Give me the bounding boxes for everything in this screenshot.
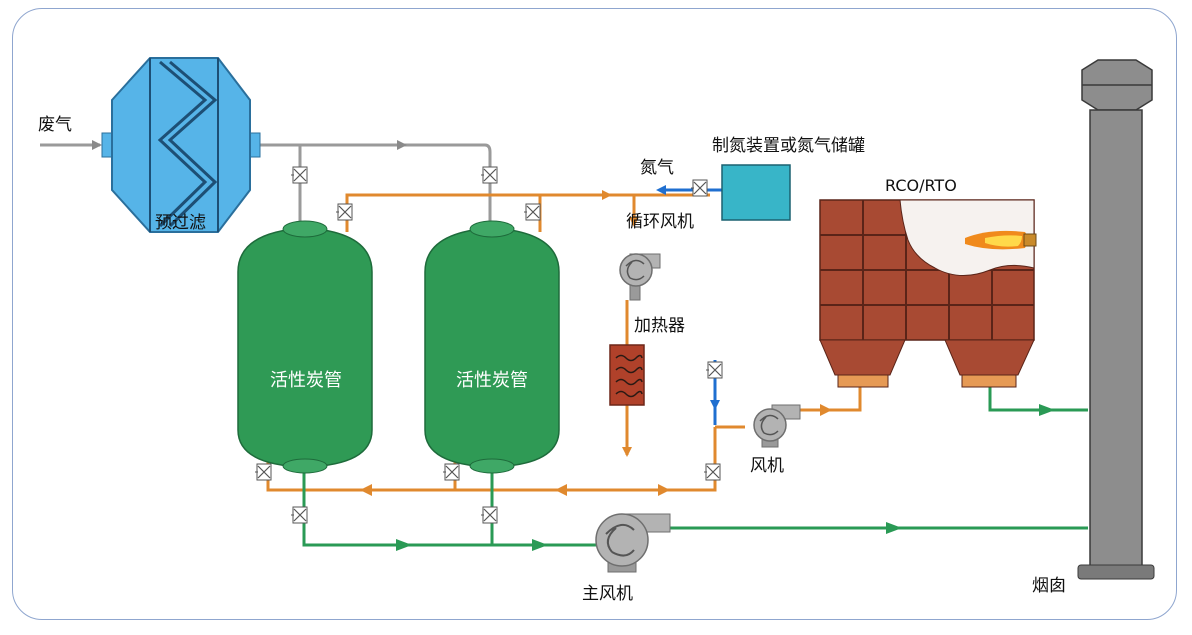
pre-filter-unit: [101, 57, 261, 233]
label-waste-gas: 废气: [38, 115, 72, 135]
label-circulation-fan: 循环风机: [626, 212, 694, 232]
nitrogen-arrow: [656, 185, 666, 195]
label-chimney: 烟囱: [1032, 576, 1066, 596]
rco-rto-furnace: [819, 199, 1037, 388]
desorption-arrows: [360, 404, 832, 496]
clean-gas-arrows: [396, 404, 1055, 551]
main-fan-icon: [595, 513, 671, 573]
chimney: [1077, 59, 1155, 580]
air-inlet-arrow: [710, 400, 720, 410]
label-nitrogen: 氮气: [640, 158, 674, 178]
fan-icon: [753, 404, 801, 448]
carbon-tube-1: [237, 220, 373, 474]
diagram-frame: [12, 8, 1177, 620]
clean-gas-lines: [302, 385, 1088, 547]
label-fan: 风机: [750, 456, 784, 476]
label-pre-filter: 预过滤: [155, 213, 206, 233]
nitrogen-tank: [721, 164, 791, 221]
label-carbon-tube-2: 活性炭管: [456, 370, 528, 391]
label-rco-rto: RCO/RTO: [885, 176, 957, 195]
label-nitrogen-source: 制氮装置或氮气储罐: [712, 136, 865, 156]
waste-gas-lines: [40, 140, 492, 232]
heater-icon: [609, 344, 645, 406]
label-heater: 加热器: [634, 316, 685, 336]
circulation-fan-icon: [619, 253, 661, 301]
label-main-fan: 主风机: [582, 584, 633, 604]
carbon-tube-2: [424, 220, 560, 474]
label-carbon-tube-1: 活性炭管: [270, 370, 342, 391]
